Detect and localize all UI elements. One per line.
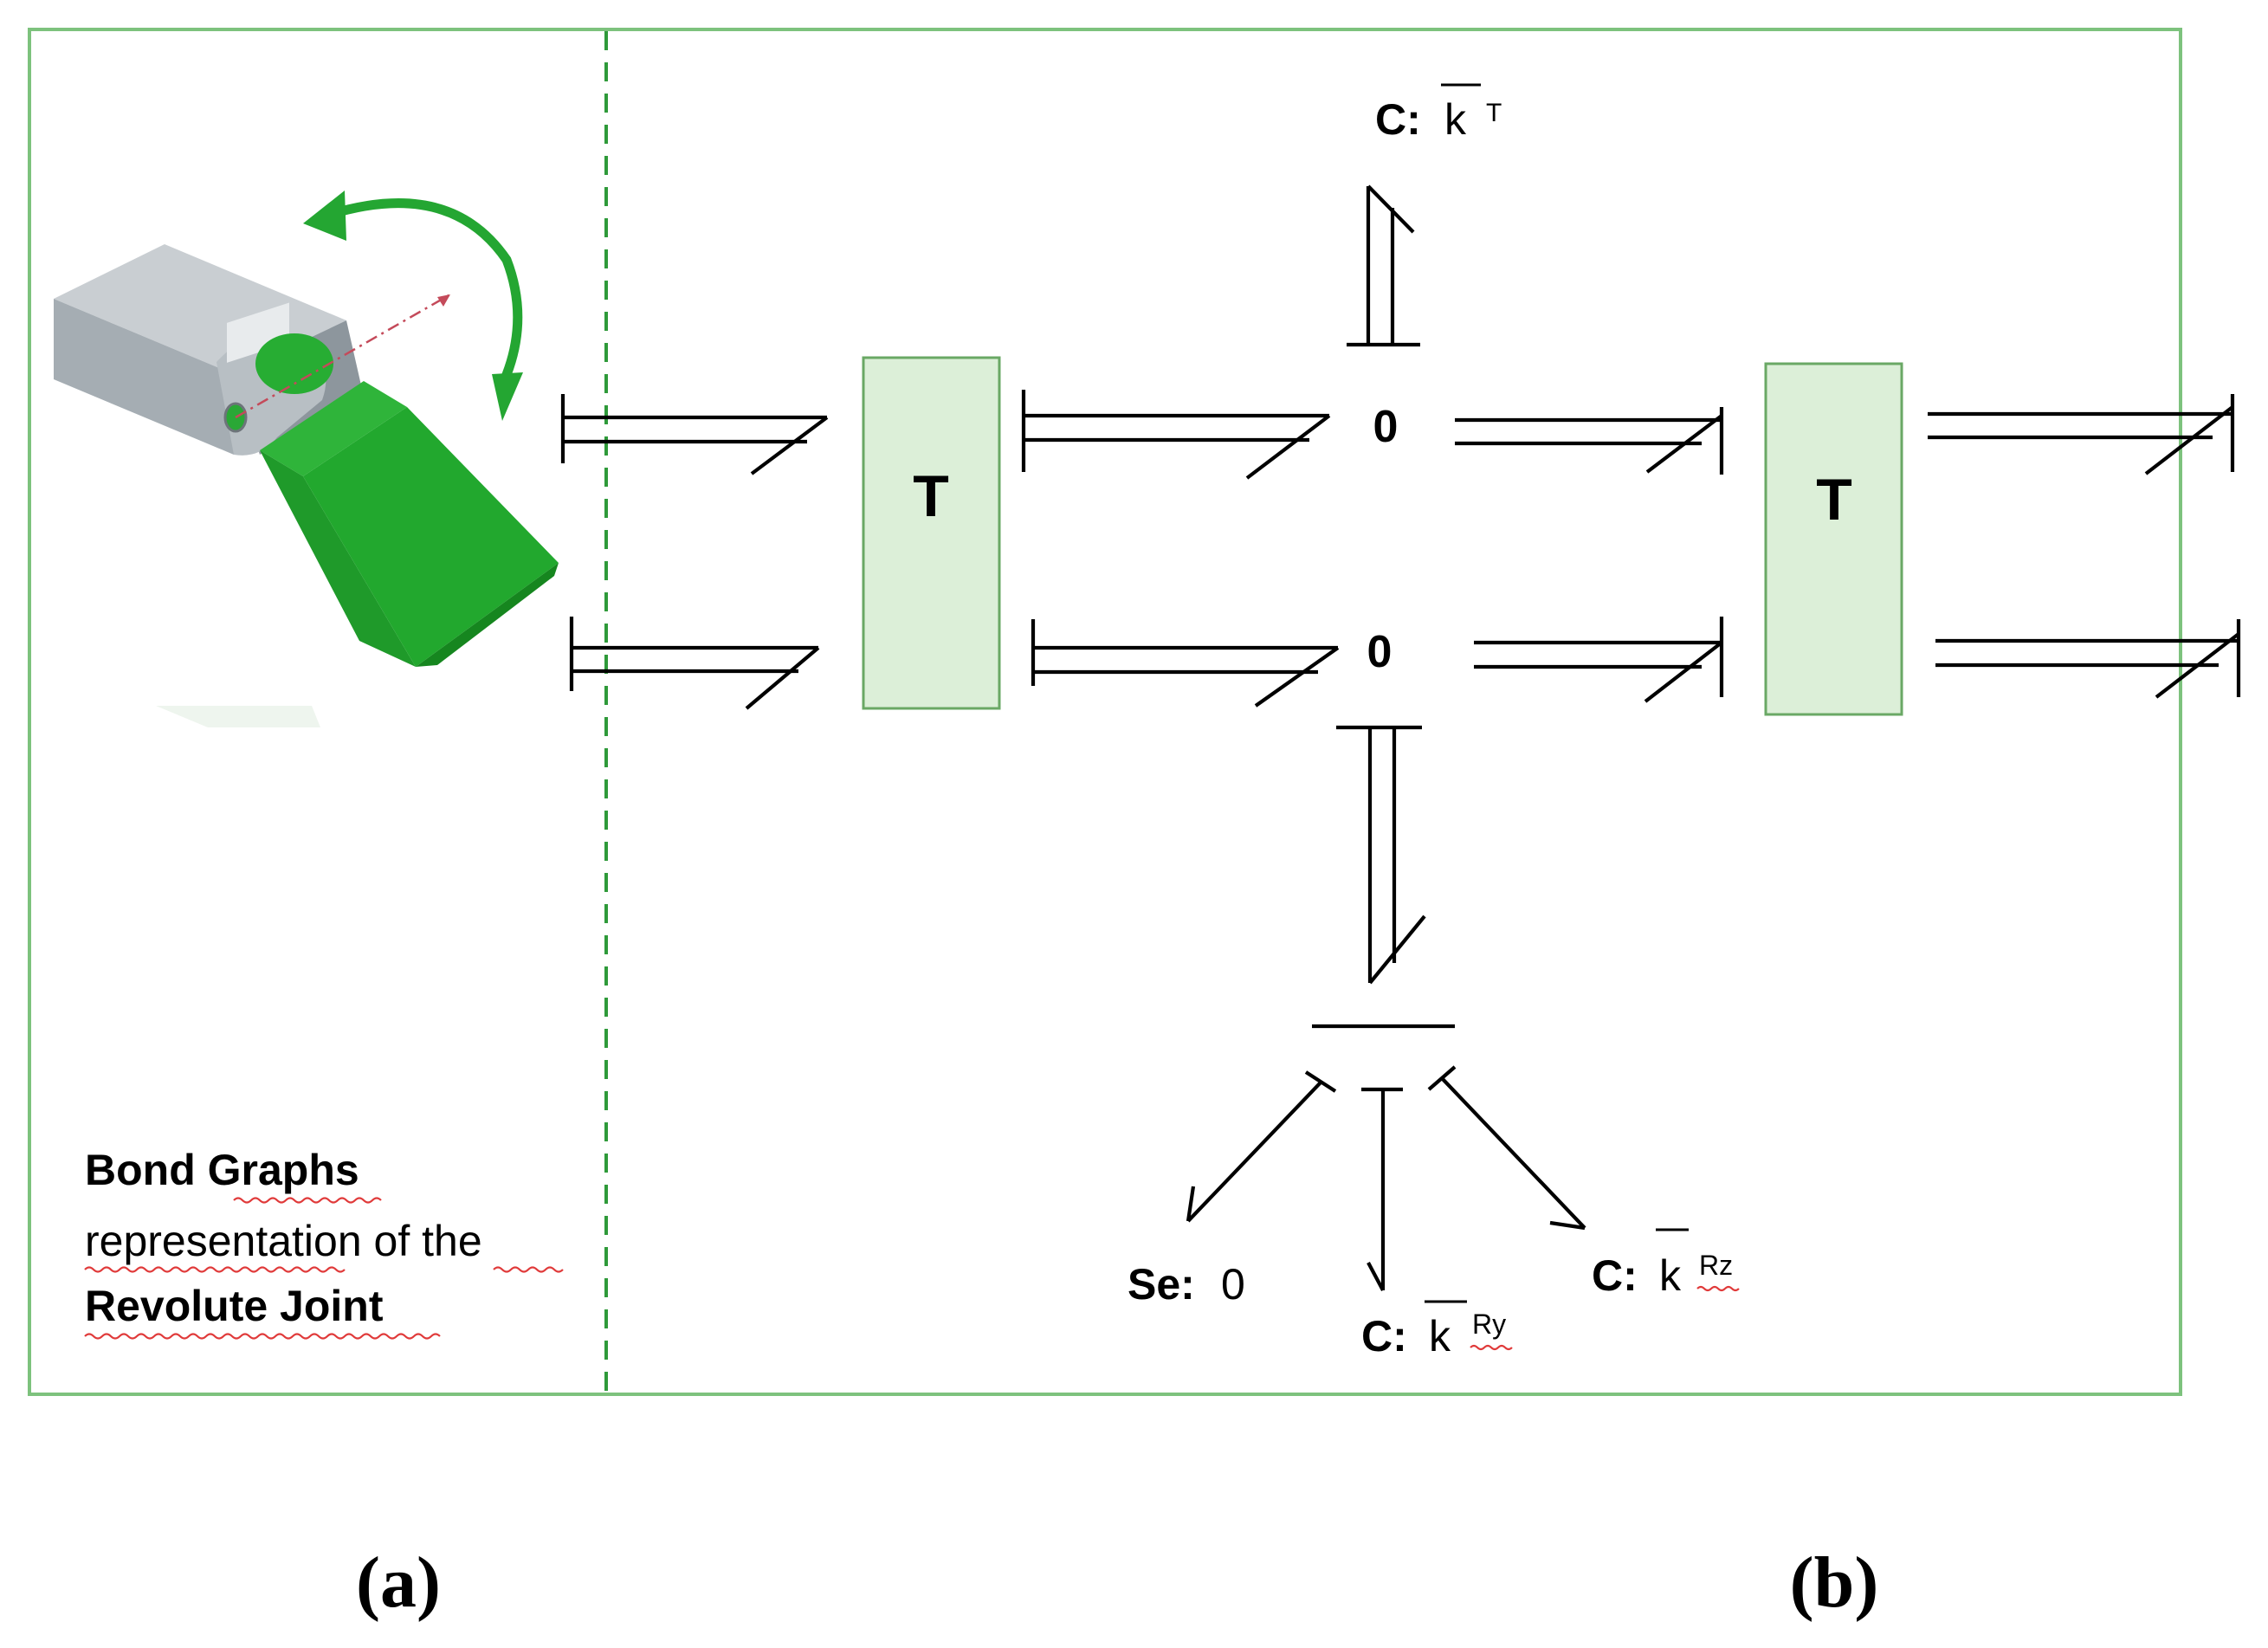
bond-junction-top-to-c-kt bbox=[1347, 184, 1420, 347]
c-kt-symbol: k bbox=[1444, 95, 1467, 144]
rotation-axis-line bbox=[235, 293, 451, 419]
element-c-kry: C: k Ry bbox=[1361, 1300, 1513, 1360]
c-kt-prefix: C: bbox=[1375, 95, 1421, 144]
c-krz-symbol: k bbox=[1659, 1251, 1682, 1300]
panel-label-b: (b) bbox=[1790, 1542, 1879, 1623]
bond-transformer-left-to-junction-top bbox=[1021, 390, 1331, 480]
bond-to-se bbox=[1186, 1070, 1337, 1223]
bond-transformer-right-out-bottom bbox=[1935, 619, 2241, 699]
bond-joint-to-transformer-left-bottom bbox=[569, 617, 820, 710]
joint-link-front bbox=[260, 450, 416, 667]
bond-junction-top-to-transformer-right bbox=[1455, 407, 1724, 475]
joint-pin-hub bbox=[255, 333, 333, 394]
c-krz-squiggle bbox=[1696, 1285, 1740, 1292]
element-se: Se: 0 bbox=[1128, 1260, 1245, 1309]
rotation-arrowhead-start bbox=[303, 191, 346, 241]
bond-joint-to-transformer-left-top bbox=[560, 394, 829, 475]
caption-line-1: Bond Graphs bbox=[85, 1146, 359, 1194]
joint-link-body bbox=[303, 407, 559, 667]
panel-label-a: (a) bbox=[356, 1542, 441, 1623]
ground-shadow bbox=[156, 706, 320, 727]
transformer-left-box bbox=[862, 356, 1001, 710]
c-krz-prefix: C: bbox=[1592, 1251, 1638, 1300]
bond-junction-bottom-to-transformer-right bbox=[1474, 617, 1724, 703]
c-kt-superscript: T bbox=[1486, 99, 1502, 127]
se-prefix: Se: bbox=[1128, 1260, 1195, 1309]
joint-link-top bbox=[260, 381, 407, 476]
c-kry-superscript: Ry bbox=[1472, 1309, 1506, 1340]
transformer-right: T bbox=[1764, 362, 1903, 716]
transformer-left-label: T bbox=[913, 463, 949, 529]
junction-top: 0 bbox=[1373, 402, 1399, 452]
bond-to-c-kry bbox=[1361, 1087, 1403, 1291]
caption-line-3: Revolute Joint bbox=[85, 1282, 384, 1330]
caption-line-1-squiggle bbox=[233, 1197, 382, 1204]
bond-transformer-right-out-top bbox=[1928, 394, 2235, 475]
bond-row-top bbox=[560, 390, 2235, 480]
caption-line-3-squiggle bbox=[84, 1333, 441, 1340]
caption-line-2-squiggle bbox=[84, 1266, 564, 1273]
joint-housing-front bbox=[54, 299, 234, 455]
transformer-right-label: T bbox=[1816, 467, 1852, 533]
bond-row-bottom bbox=[569, 617, 2241, 710]
rotation-arrowhead-end bbox=[492, 372, 523, 421]
joint-link-end bbox=[416, 563, 559, 667]
figure-frame bbox=[28, 28, 2182, 1396]
rotation-arrow-icon bbox=[327, 198, 523, 384]
joint-housing-slot bbox=[227, 302, 289, 363]
bond-to-c-krz bbox=[1427, 1065, 1586, 1231]
c-kry-squiggle bbox=[1470, 1344, 1513, 1351]
revolute-joint-illustration bbox=[54, 191, 559, 727]
element-c-krz: C: k Rz bbox=[1592, 1228, 1740, 1300]
rotation-axis-arrowhead bbox=[437, 294, 450, 307]
caption: Bond Graphs representation of the Revolu… bbox=[84, 1146, 564, 1340]
element-c-kt: C: k T bbox=[1375, 83, 1502, 144]
c-krz-superscript: Rz bbox=[1699, 1250, 1733, 1281]
junction-bottom: 0 bbox=[1367, 627, 1392, 677]
c-kry-prefix: C: bbox=[1361, 1312, 1407, 1360]
se-value: 0 bbox=[1221, 1260, 1245, 1309]
bond-transformer-left-to-junction-bottom bbox=[1031, 619, 1340, 708]
caption-line-2: representation of the bbox=[85, 1217, 482, 1265]
transformer-right-box bbox=[1764, 362, 1903, 716]
transformer-left: T bbox=[862, 356, 1001, 710]
bond-junction-bottom-to-one-junction bbox=[1336, 725, 1426, 985]
c-kry-symbol: k bbox=[1429, 1312, 1451, 1360]
